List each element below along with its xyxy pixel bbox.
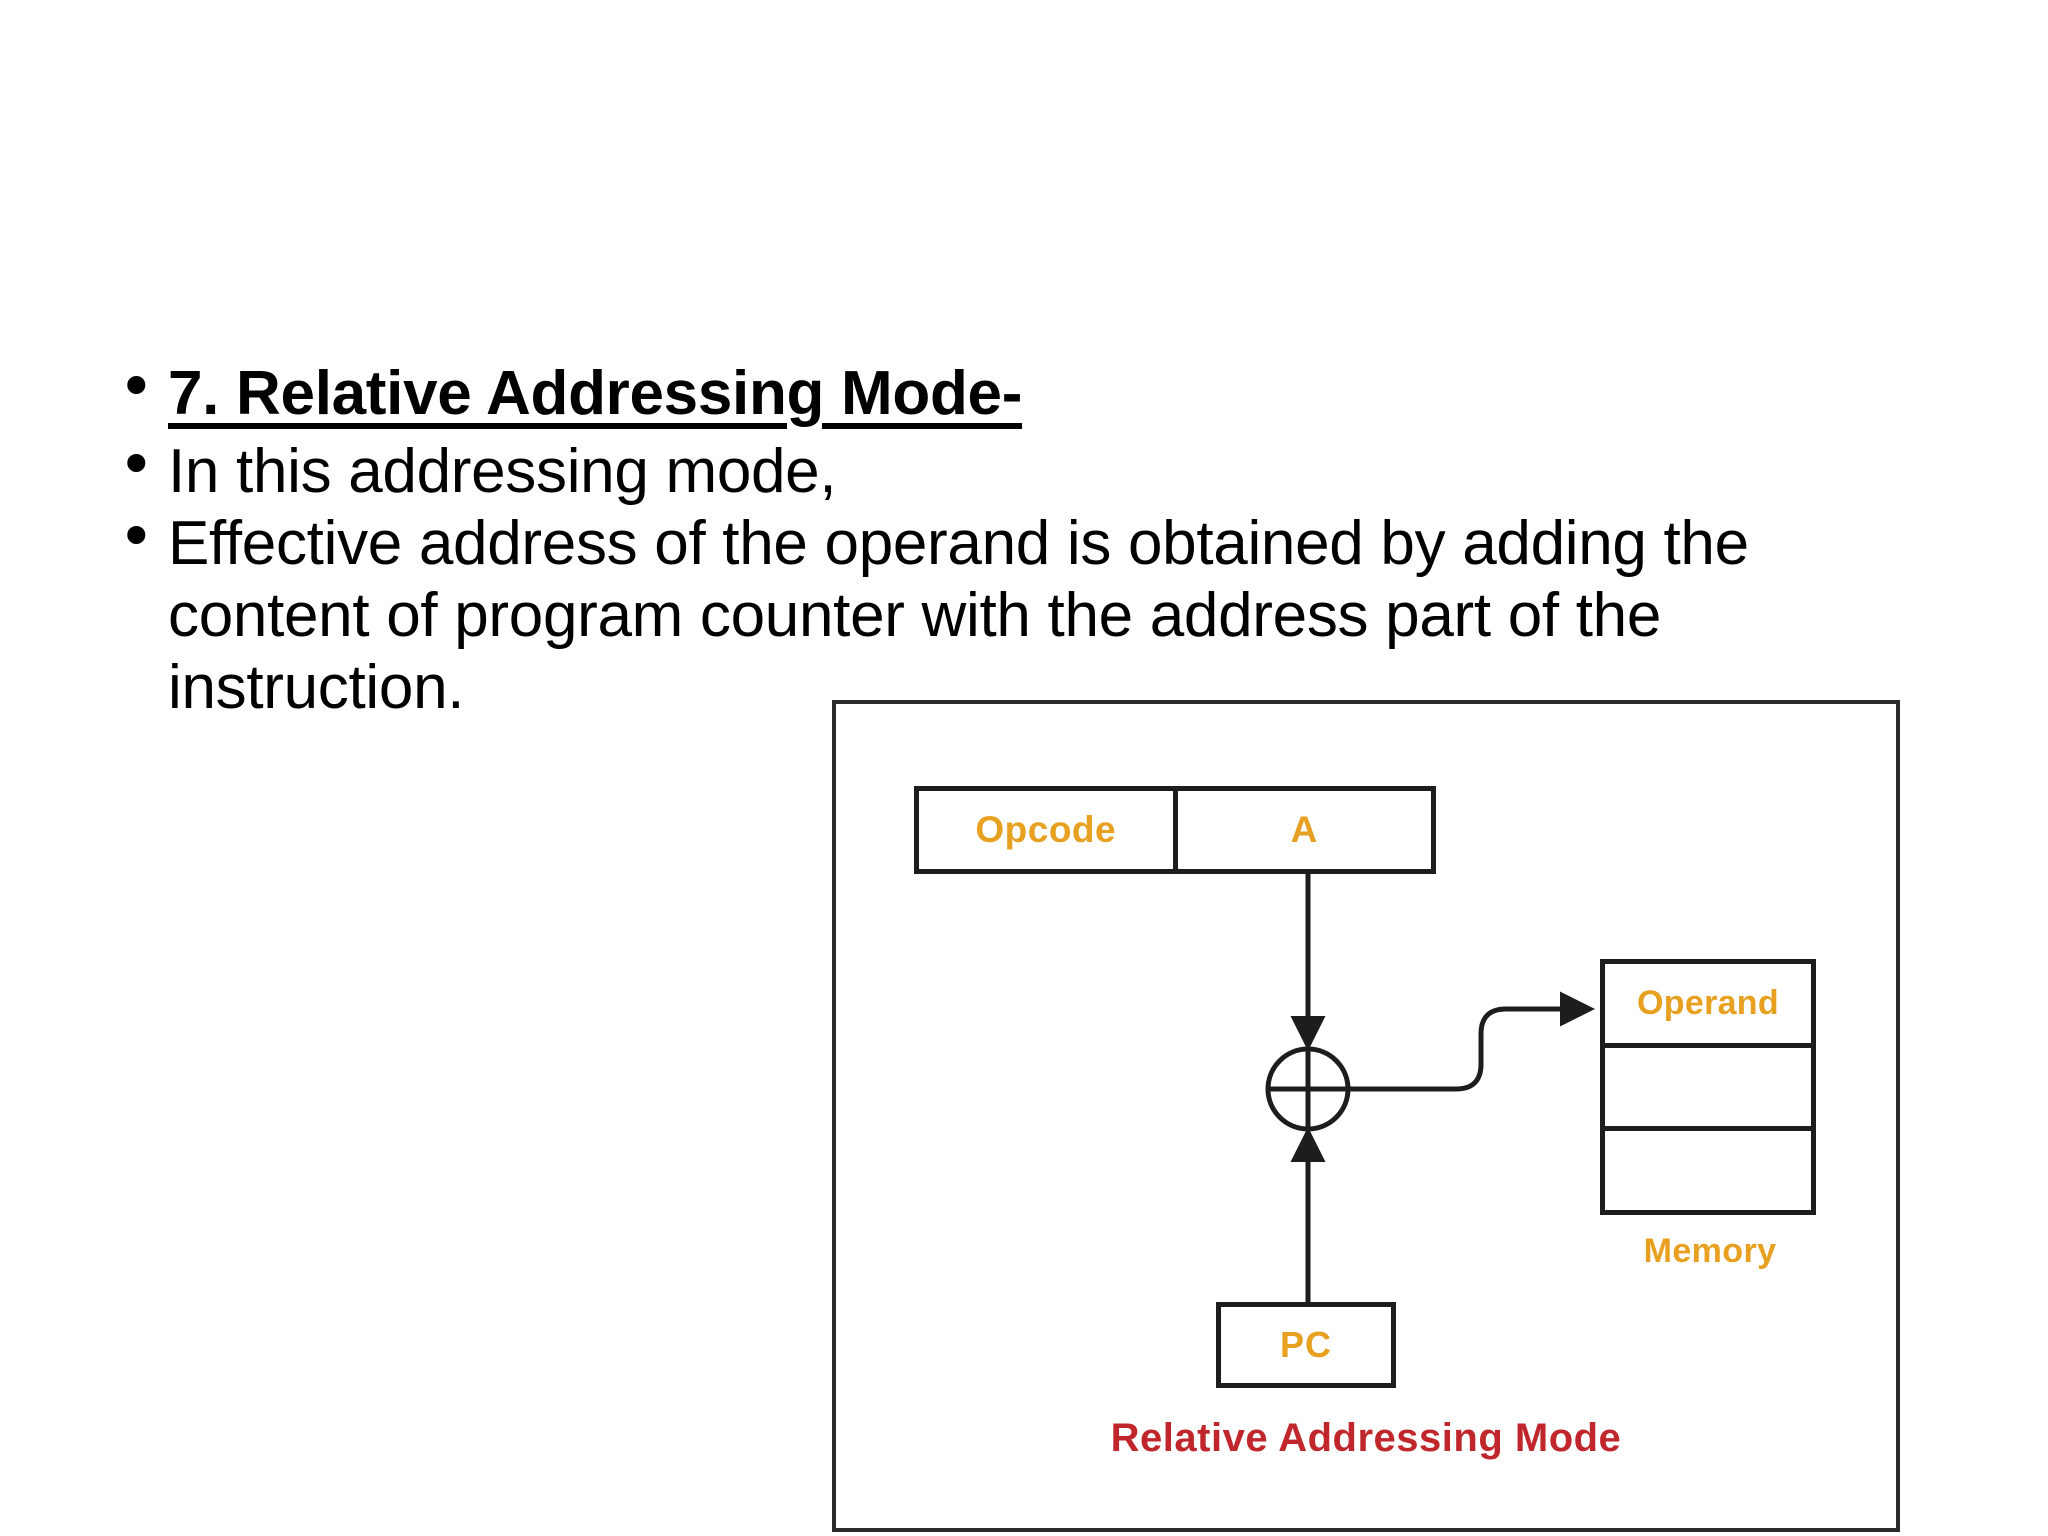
adder-circle [1265, 1046, 1351, 1132]
bullet-item-intro: • In this addressing mode, [118, 428, 837, 508]
memory-cell-operand: Operand [1605, 964, 1811, 1048]
bullet-item-title: • 7. Relative Addressing Mode- [118, 350, 1023, 430]
wire-adder-to-memory [1348, 991, 1596, 1092]
bullet-text-intro: In this addressing mode, [168, 437, 837, 506]
bullet-item-description: • Effective address of the operand is ob… [118, 500, 1878, 724]
memory-cell-empty-1 [1605, 1048, 1811, 1132]
instruction-opcode-cell: Opcode [919, 791, 1178, 869]
bullet-text-description: Effective address of the operand is obta… [168, 509, 1766, 722]
diagram-frame: Opcode A Operand Memory PC Relative Addr… [832, 700, 1900, 1532]
bullet-text-title: 7. Relative Addressing Mode- [168, 359, 1023, 428]
diagram-inner: Opcode A Operand Memory PC Relative Addr… [836, 704, 1896, 1528]
bullet-marker-icon: • [118, 428, 155, 501]
memory-cell-empty-2 [1605, 1131, 1811, 1210]
bullet-marker-icon: • [118, 350, 155, 423]
instruction-address-cell: A [1290, 809, 1318, 850]
memory-block: Operand [1600, 959, 1816, 1215]
memory-label: Memory [1643, 1232, 1777, 1270]
bullet-marker-icon: • [118, 500, 155, 573]
diagram-caption: Relative Addressing Mode [1110, 1416, 1622, 1460]
instruction-box: Opcode A [914, 786, 1436, 874]
pc-box: PC [1216, 1302, 1396, 1388]
